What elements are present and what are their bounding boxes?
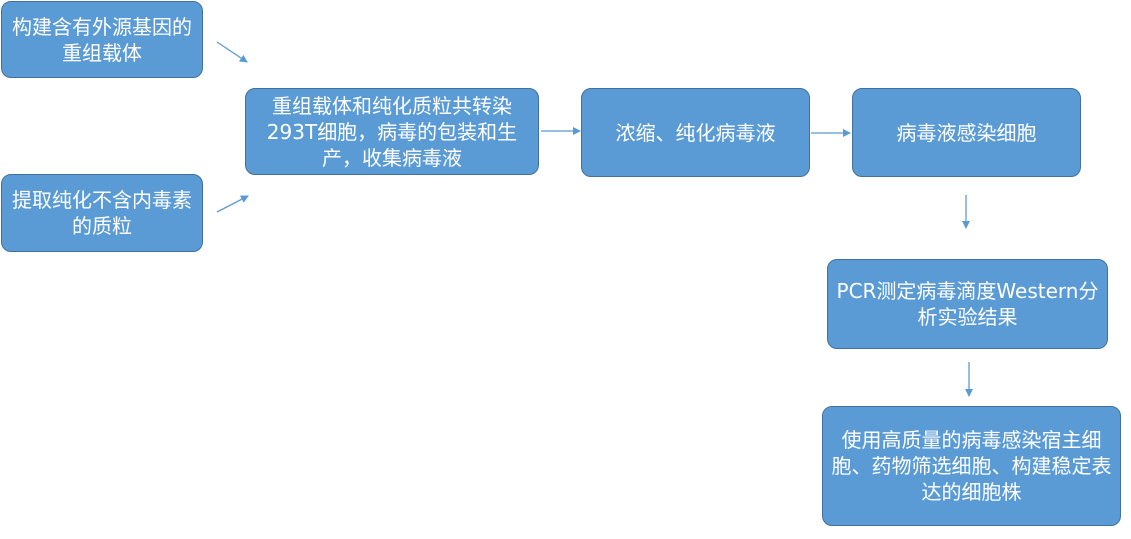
arrow-vector-to-transfect: [216, 41, 248, 63]
node-concentrate-label: 浓缩、纯化病毒液: [615, 120, 776, 145]
node-concentrate: 浓缩、纯化病毒液: [581, 88, 810, 177]
node-detect-label: PCR测定病毒滴度Western分析实验结果: [836, 279, 1099, 329]
node-apply-label: 使用高质量的病毒感染宿主细胞、药物筛选细胞、构建稳定表达的细胞株: [831, 428, 1112, 504]
node-transfect-label: 重组载体和纯化质粒共转染293T细胞，病毒的包装和生产，收集病毒液: [266, 93, 518, 170]
node-plasmid: 提取纯化不含内毒素的质粒: [1, 174, 203, 252]
node-vector-label: 构建含有外源基因的重组载体: [12, 14, 192, 65]
arrow-plasmid-to-transfect: [216, 195, 249, 213]
node-vector: 构建含有外源基因的重组载体: [1, 1, 203, 78]
node-infect: 病毒液感染细胞: [852, 88, 1081, 177]
node-plasmid-label: 提取纯化不含内毒素的质粒: [12, 188, 192, 238]
node-transfect: 重组载体和纯化质粒共转染293T细胞，病毒的包装和生产，收集病毒液: [245, 88, 539, 175]
node-apply: 使用高质量的病毒感染宿主细胞、药物筛选细胞、构建稳定表达的细胞株: [822, 406, 1121, 526]
node-infect-label: 病毒液感染细胞: [896, 120, 1037, 145]
node-detect: PCR测定病毒滴度Western分析实验结果: [827, 259, 1108, 349]
